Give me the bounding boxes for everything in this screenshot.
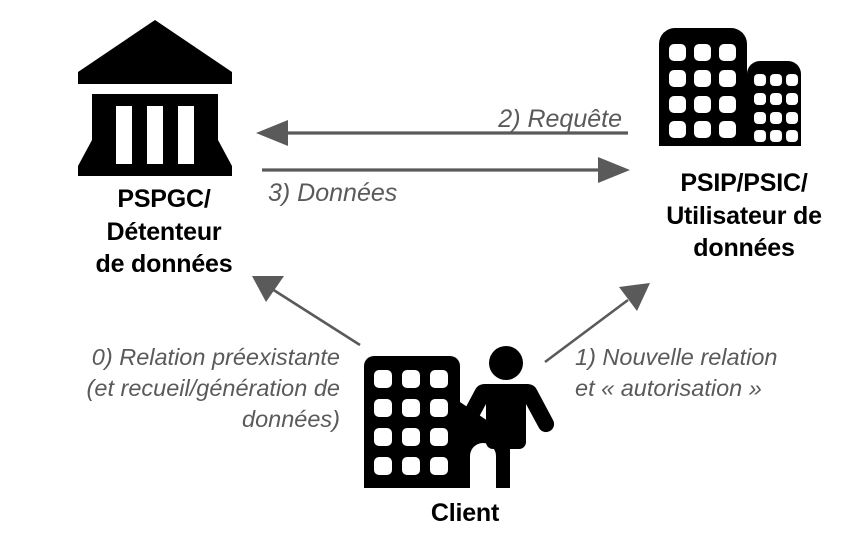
arrow-label-requete: 2) Requête xyxy=(498,105,622,133)
node-label-client: Client xyxy=(430,499,500,527)
bank-icon xyxy=(74,18,236,178)
arrow-label-donnees: 3) Données xyxy=(268,179,398,207)
arrow-nouvelle-relation xyxy=(544,283,650,364)
node-label-psip: PSIP/PSIC/ Utilisateur de données xyxy=(666,169,822,262)
building-and-person-icon xyxy=(358,344,555,496)
node-label-pspgc: PSPGC/ Détenteur de données xyxy=(95,185,233,278)
arrow-donnees xyxy=(262,157,630,183)
arrow-label-nouvelle-relation: 1) Nouvelle relation et « autorisation » xyxy=(575,344,778,402)
arrow-relation-preexistante xyxy=(252,276,361,347)
arrow-label-relation-preexistante: 0) Relation préexistante (et recueil/gén… xyxy=(86,344,340,433)
arrow-requete xyxy=(256,120,628,146)
office-buildings-icon xyxy=(655,22,805,150)
